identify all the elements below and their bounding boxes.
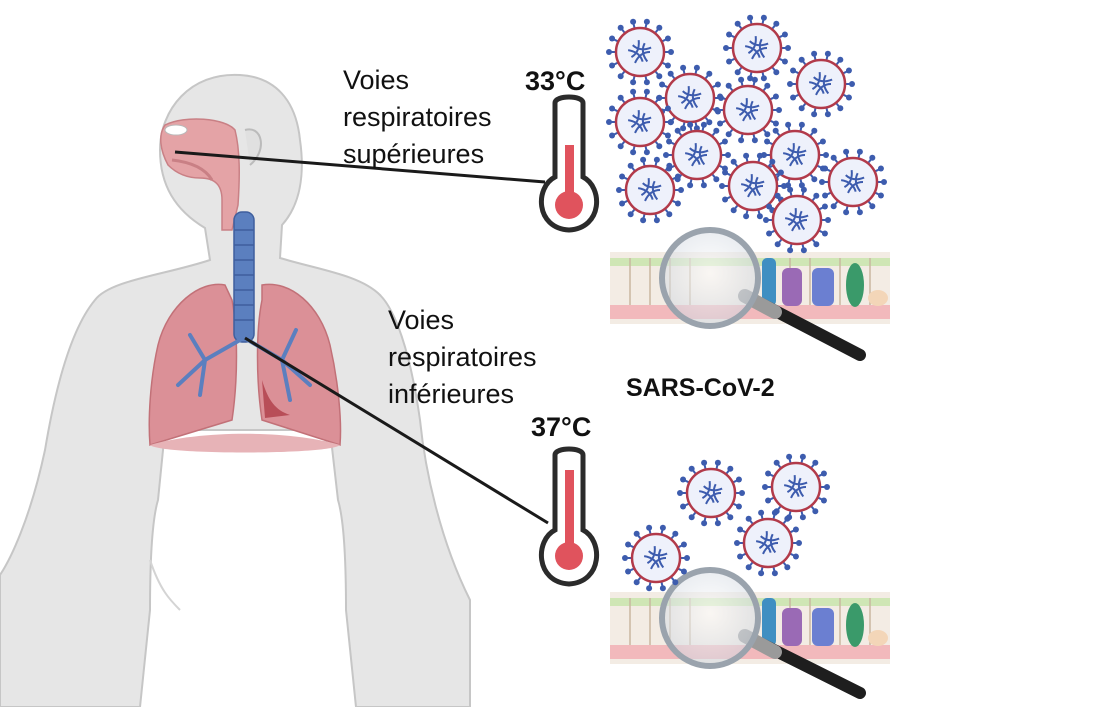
- upper-airway-label-line: respiratoires: [343, 102, 492, 132]
- lower-airway-temperature: 37°C: [531, 412, 592, 442]
- upper-airway-icon: [160, 118, 240, 231]
- upper-airway-pointer: [174, 150, 546, 184]
- virus-icon: [723, 14, 791, 82]
- virus-label: SARS-CoV-2: [626, 374, 775, 402]
- upper-airway-label-line: Voies: [343, 65, 410, 95]
- virus-icon: [677, 459, 745, 527]
- thermometer-icon: [538, 446, 600, 587]
- virus-icon: [762, 453, 830, 521]
- lower-airway-label-line: inférieures: [388, 379, 515, 409]
- virus-icon: [714, 76, 782, 144]
- magnifier-icon: [659, 227, 866, 361]
- virus-icon: [616, 156, 684, 224]
- virus-cluster: [606, 14, 887, 592]
- virus-icon: [622, 524, 690, 592]
- virus-icon: [606, 88, 674, 156]
- virus-icon: [734, 509, 802, 577]
- virus-icon: [819, 148, 887, 216]
- virus-icon: [787, 50, 855, 118]
- thermometer-icon: [538, 94, 600, 233]
- upper-airway-label: Voies respiratoires supérieures: [343, 62, 492, 173]
- lungs-icon: [148, 283, 342, 453]
- lower-airway-label-line: Voies: [388, 305, 455, 335]
- virus-icon: [663, 121, 731, 189]
- virus-icon: [606, 18, 674, 86]
- lower-airway-pointer: [244, 336, 549, 525]
- lower-airway-label-line: respiratoires: [388, 342, 537, 372]
- magnifier-icon: [659, 567, 866, 699]
- lower-airway-label: Voies respiratoires inférieures: [388, 302, 537, 413]
- upper-airway-label-line: supérieures: [343, 139, 485, 169]
- upper-airway-temperature: 33°C: [525, 66, 586, 96]
- virus-icon: [763, 186, 831, 254]
